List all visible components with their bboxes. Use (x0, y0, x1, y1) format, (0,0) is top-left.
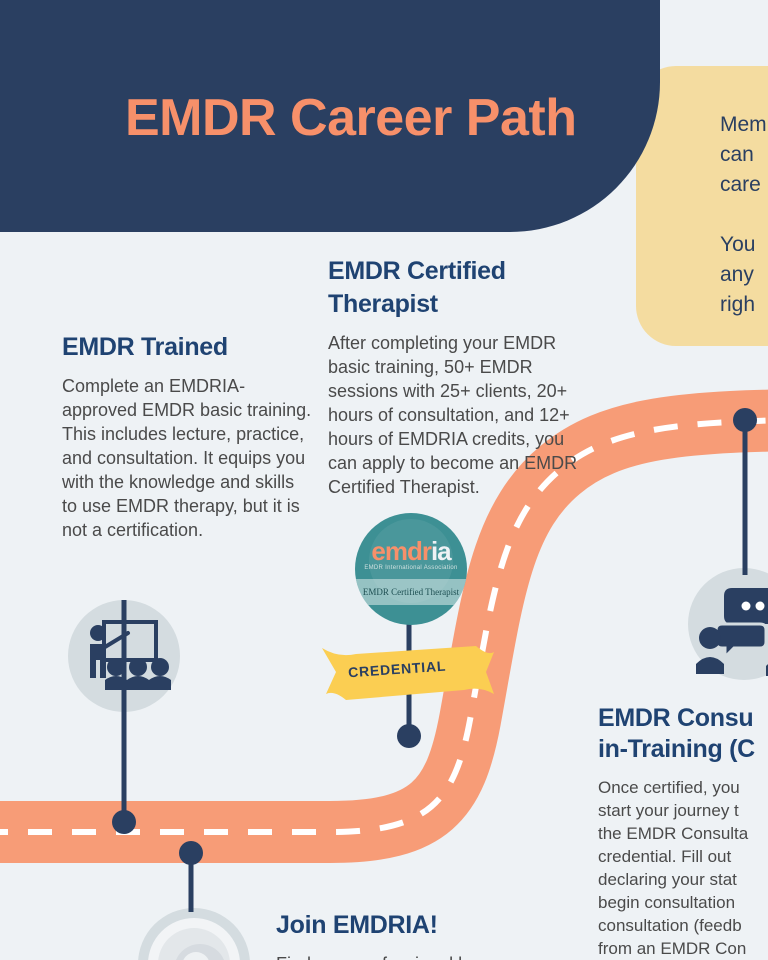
note-line: any (720, 263, 754, 286)
section-title-certified: EMDR Certified Therapist (328, 257, 506, 318)
section-body-trained: Complete an EMDRIA-approved EMDR basic t… (62, 376, 312, 540)
note-paragraph-2: You any righ (720, 230, 768, 320)
note-line: You (720, 233, 756, 256)
body-line: credential. Fill out (598, 847, 732, 866)
badge-band: EMDR Certified Therapist (355, 579, 467, 605)
note-line: can (720, 143, 754, 166)
title-line: EMDR Consu (598, 704, 754, 732)
section-title-consultant: EMDR Consu in-Training (C (598, 703, 768, 765)
section-body-consultant: Once certified, you start your journey t… (598, 776, 768, 960)
section-emdr-consultant-in-training: EMDR Consu in-Training (C Once certified… (598, 703, 768, 960)
pin-certified (397, 724, 421, 748)
credential-ribbon (322, 646, 494, 700)
body-line: start your journey t (598, 801, 739, 820)
emdria-certified-badge: emdria EMDR International Association EM… (355, 513, 467, 625)
body-line: begin consultation (598, 893, 736, 912)
note-line: Mem (720, 113, 767, 136)
section-title-trained: EMDR Trained (62, 333, 228, 361)
header-banner (0, 0, 660, 232)
badge-wordmark-light: ia (430, 536, 452, 566)
membership-note-card: Mem can care You any righ (636, 66, 768, 346)
page-title: EMDR Career Path (125, 89, 577, 147)
body-line: declaring your stat (598, 870, 737, 889)
body-line: Find your professional h (276, 952, 576, 960)
consultation-discussion-icon (688, 568, 768, 680)
badge-subtitle: EMDR International Association (364, 565, 458, 571)
body-line: consultation (feedb (598, 916, 742, 935)
note-line: care (720, 173, 761, 196)
globe-membership-icon (138, 908, 250, 960)
section-emdr-trained: EMDR Trained Complete an EMDRIA-approved… (62, 332, 312, 542)
note-paragraph-1: Mem can care (720, 110, 768, 200)
badge-band-label: EMDR Certified Therapist (362, 587, 460, 597)
badge-wordmark: emdria (355, 538, 467, 564)
badge-wordmark-coral: emdr (371, 536, 432, 566)
section-join-emdria: Join EMDRIA! Find your professional h (276, 910, 576, 960)
body-line: the EMDR Consulta (598, 824, 749, 843)
title-line: in-Training (C (598, 735, 755, 763)
section-body-certified: After completing your EMDR basic trainin… (328, 333, 578, 497)
body-line: from an EMDR Con (598, 939, 747, 958)
section-title-join: Join EMDRIA! (276, 911, 438, 939)
body-line: Once certified, you (598, 778, 740, 797)
section-emdr-certified: EMDR Certified Therapist After completin… (328, 255, 598, 499)
note-line: righ (720, 293, 756, 316)
section-body-join: Find your professional h (276, 952, 576, 960)
